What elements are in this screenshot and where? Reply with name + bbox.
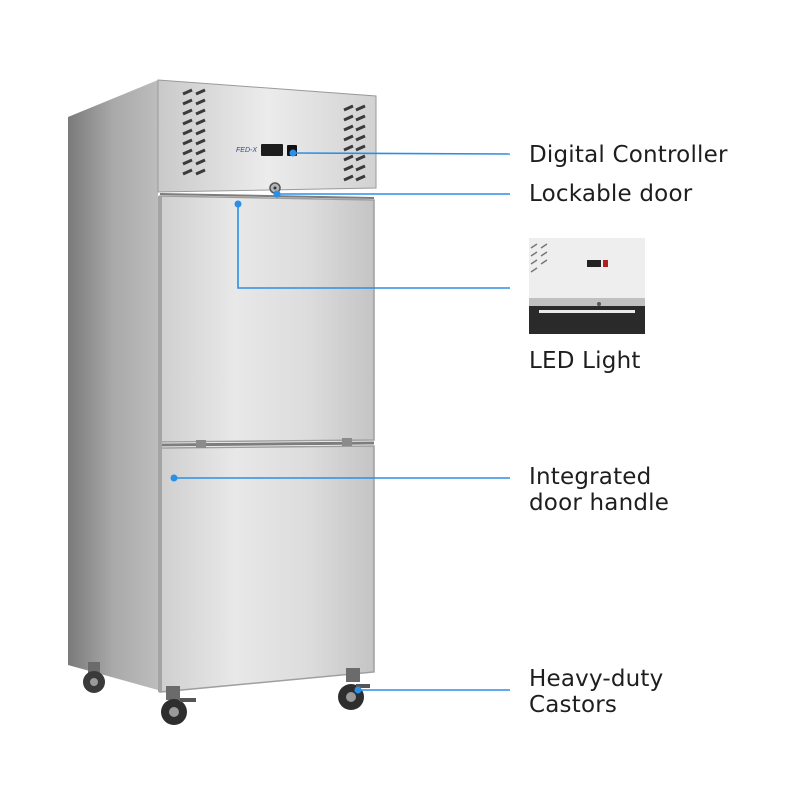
callout-label-led-light: LED Light	[529, 348, 641, 374]
callout-label-door-handle: Integrated door handle	[529, 464, 669, 516]
callout-text-line2: door handle	[529, 490, 670, 516]
callout-text: LED Light	[529, 348, 641, 374]
castor-wheel-icon	[161, 686, 196, 725]
callout-text: Digital Controller	[529, 142, 728, 168]
fridge-side-panel	[68, 80, 158, 690]
callout-label-castors: Heavy-duty Castors	[529, 666, 663, 718]
controller-display	[261, 144, 283, 156]
vent-grille-icon	[182, 88, 206, 176]
callout-dots	[170, 149, 362, 694]
brand-logo: FED-X	[236, 147, 257, 154]
callout-text-line1: Integrated	[529, 464, 652, 490]
led-light-inset-photo	[529, 238, 645, 334]
callout-line-led	[237, 204, 510, 289]
upper-door	[159, 195, 375, 443]
controller-panel	[157, 79, 377, 193]
callout-label-digital-controller: Digital Controller	[529, 142, 728, 168]
callout-text: Lockable door	[529, 181, 693, 207]
vent-grille-icon	[343, 104, 366, 182]
callout-line-controller	[292, 152, 511, 155]
castor-wheel-icon	[83, 662, 105, 693]
callout-text-line2: Castors	[529, 692, 618, 718]
callout-lines	[174, 152, 511, 691]
callout-label-lockable-door: Lockable door	[529, 181, 692, 207]
lower-door	[159, 445, 375, 693]
callout-text-line1: Heavy-duty	[529, 666, 664, 692]
